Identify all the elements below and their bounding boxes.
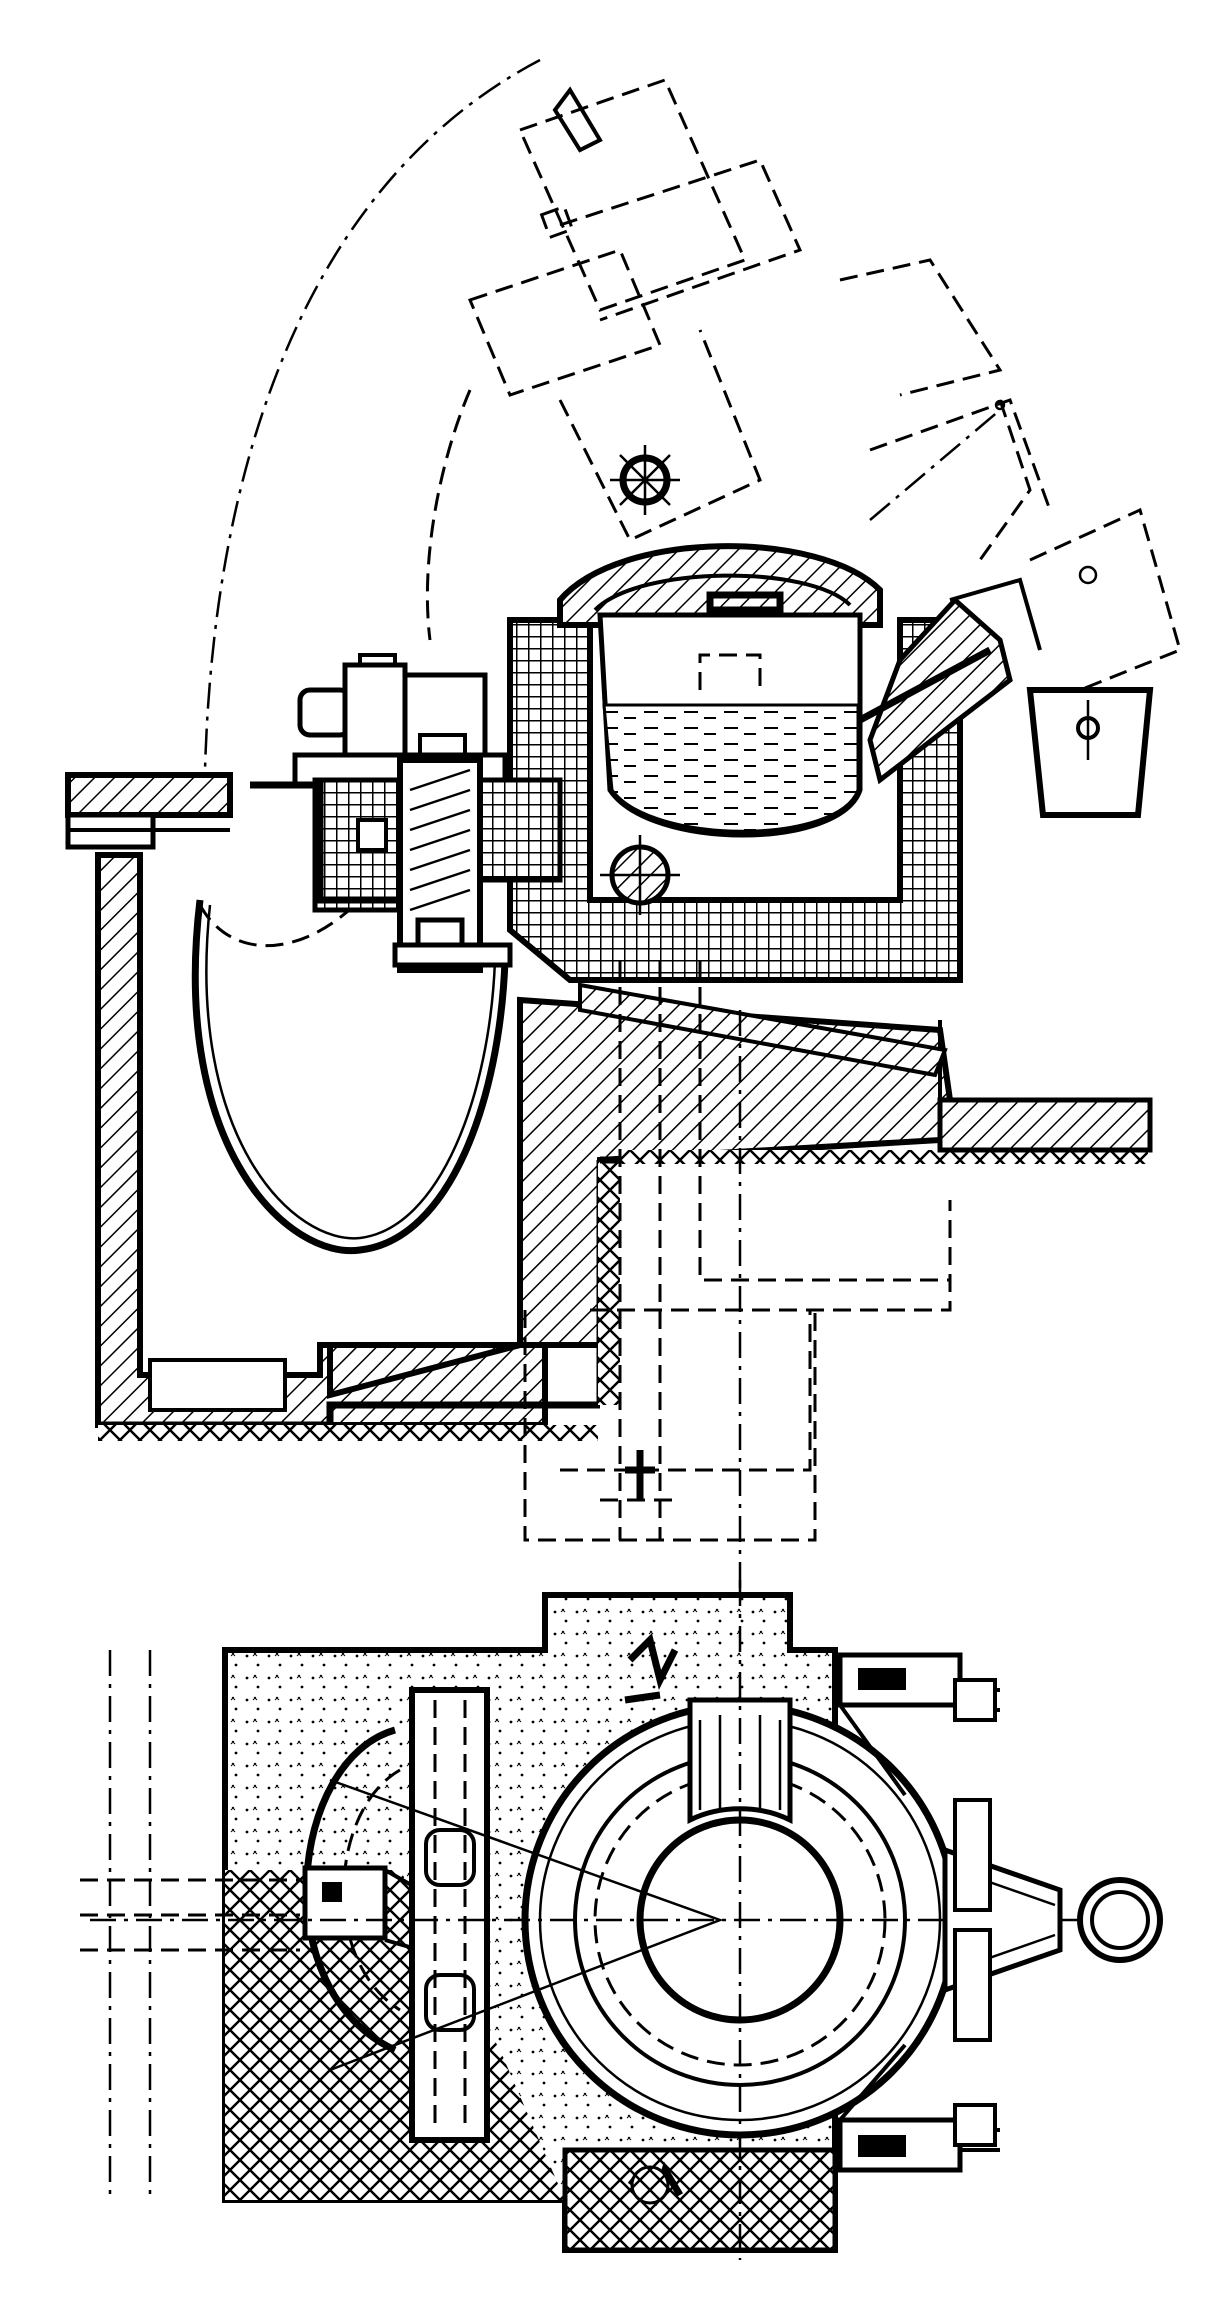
- rack-bar: [409, 1687, 490, 2143]
- tilted-ladle-ghost: [425, 78, 1052, 641]
- molten-bath: [602, 703, 860, 833]
- spark-marks: [624, 1633, 684, 2206]
- furnace-roof: [557, 543, 883, 628]
- bracket-bottom: [837, 2043, 1000, 2173]
- furnace-plan: [90, 1580, 1120, 2260]
- cable-lines: [80, 1650, 300, 2195]
- hydraulic-column-ghost: [523, 960, 952, 1600]
- swing-arc: [203, 58, 541, 771]
- bracket-top: [837, 1652, 1000, 1797]
- screw-jack: [250, 757, 563, 973]
- floor-slab-left: [65, 772, 233, 850]
- floor-slab-right: [937, 1097, 1153, 1153]
- plan-view: [80, 1580, 1163, 2260]
- receiving-ladle: [1026, 687, 1154, 818]
- side-section-view: [65, 58, 1182, 1600]
- spout-plan: [942, 1798, 1163, 2042]
- cable-loop: [191, 899, 509, 1255]
